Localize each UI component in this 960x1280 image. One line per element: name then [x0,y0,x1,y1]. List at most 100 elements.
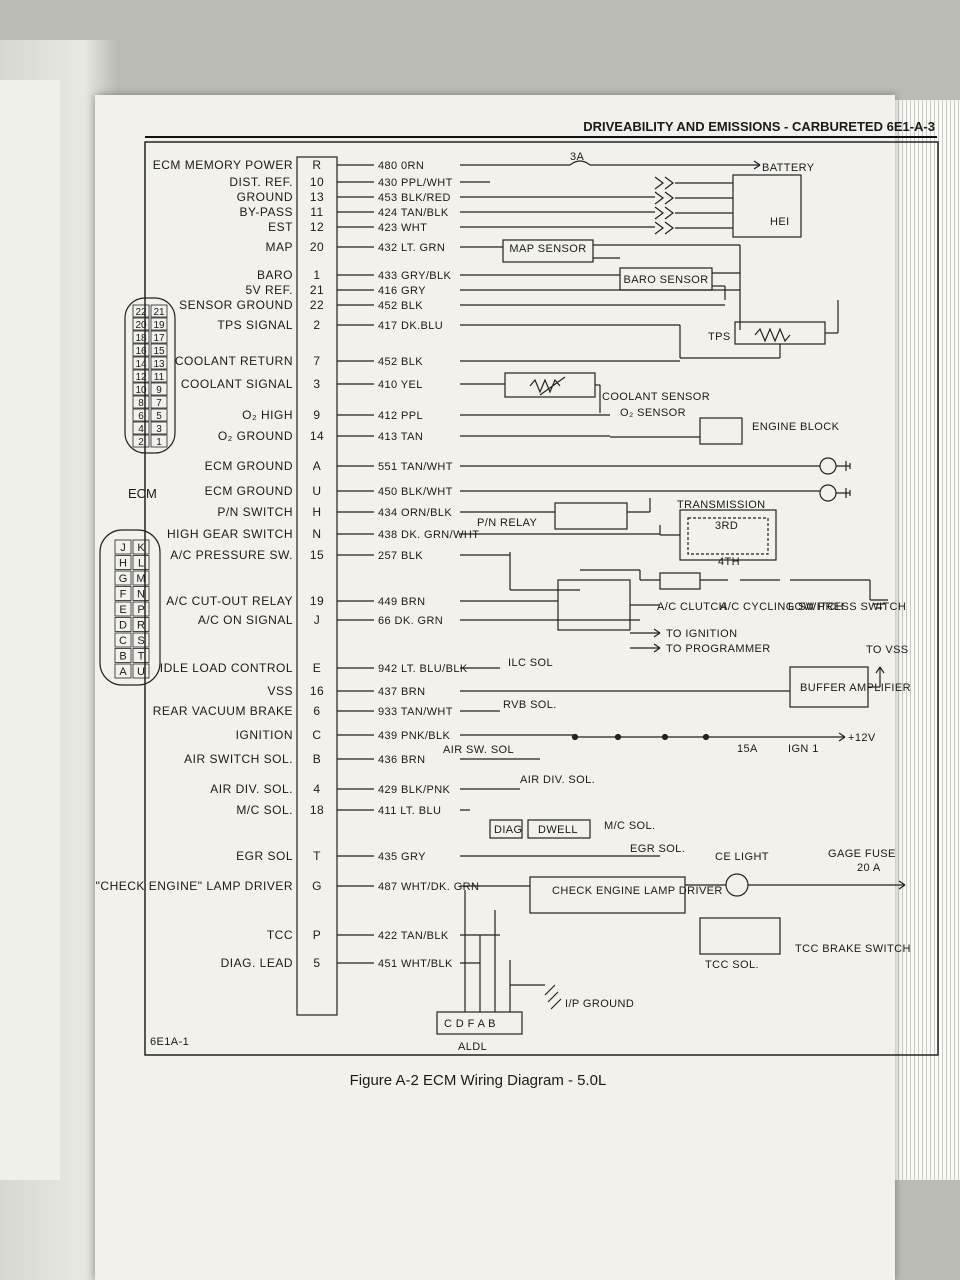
pin-function-label: "CHECK ENGINE" LAMP DRIVER [96,879,293,893]
wire-code: 933 TAN/WHT [378,706,453,718]
wire-code: 451 WHT/BLK [378,958,453,970]
ac-cycling-label: A/C CYCLING SWITCH [720,601,844,613]
aldl-label: ALDL [458,1041,487,1053]
pin-id: 3 [313,377,320,391]
connector-cell [132,343,150,357]
pin-function-label: COOLANT SIGNAL [181,377,293,391]
connector-pin-label: C [119,635,127,647]
pin-id: 2 [313,318,320,332]
pin-id: N [312,527,321,541]
wire-label-bg [374,703,460,717]
pin-id: 5 [313,956,320,970]
pin-function-label: SENSOR GROUND [179,298,293,312]
pin-function-label: DIST. REF. [229,175,293,189]
pin-function-label: IDLE LOAD CONTROL [160,661,293,675]
pin-id: 13 [310,190,324,204]
wire-code: 410 YEL [378,379,423,391]
pin-id: 6 [313,704,320,718]
wire-label-bg [374,660,460,674]
connector-pin-label: G [119,573,128,585]
connector-pin-label: 8 [138,398,144,409]
connector-cell [114,663,132,679]
to-ignition-label: TO IGNITION [666,628,737,640]
connector-cell [150,317,168,331]
connector-cell [132,555,150,570]
connector-cell [114,586,132,601]
wire-code: 449 BRN [378,596,425,608]
battery-label: BATTERY [762,162,815,174]
wire-code: 439 PNK/BLK [378,730,451,742]
pin-id: 4 [313,782,320,796]
pin-function-label: EST [268,220,293,234]
wire-label-bg [374,848,460,862]
engine-block-label: ENGINE BLOCK [752,421,840,433]
air-div-sol-label: AIR DIV. SOL. [520,774,595,786]
connector-pin-label: A [119,666,127,678]
wire-code: 257 BLK [378,550,423,562]
wire-code: 942 LT. BLU/BLK [378,663,468,675]
pin-id: H [312,505,321,519]
connector-cell [132,421,150,435]
connector-shell [124,297,176,454]
connector-cell [150,395,168,409]
pin-id: G [312,879,322,893]
wire-label-bg [374,526,460,540]
wire-label-bg [374,267,460,281]
tcc-brake-switch-label: TCC BRAKE SWITCH [795,943,911,955]
wire-label-bg [374,504,460,518]
pin-function-label: IGNITION [236,728,293,742]
connector-cell [150,304,168,318]
pin-function-label: M/C SOL. [236,803,293,817]
pin-id: 12 [310,220,324,234]
third-gear-label: 3RD [715,520,738,532]
connector-pin-label: T [138,651,145,663]
wire-code: 453 BLK/RED [378,192,451,204]
connector-pin-label: 14 [135,359,147,370]
pin-function-label: A/C CUT-OUT RELAY [166,594,293,608]
wire-label-bg [374,483,460,497]
connector-pin-label: 15 [153,346,165,357]
wire-label-bg [374,353,460,367]
fuse-3a: 3A [570,151,585,163]
pin-function-label: ECM GROUND [205,484,293,498]
pin-function-label: ECM GROUND [205,459,293,473]
egr-sol-label: EGR SOL. [630,843,685,855]
wire-code: 424 TAN/BLK [378,207,449,219]
connector-pin-label: 3 [156,424,162,435]
connector-pin-label: 11 [154,372,165,383]
pin-function-label: COOLANT RETURN [175,354,293,368]
pin-function-label: 5V REF. [245,283,293,297]
left-page [0,80,60,1180]
connector-pin-label: 17 [153,333,165,344]
gage-20a-label: 20 A [857,862,881,874]
mc-sol-label: M/C SOL. [604,820,656,832]
connector-pin-label: 2 [138,437,144,448]
wire-label-bg [374,428,460,442]
pin-id: 21 [310,283,324,297]
connector-cell [132,408,150,422]
ign1-label: IGN 1 [788,743,819,755]
pin-id: C [312,728,321,742]
wire-code: 436 BRN [378,754,425,766]
pin-id: 15 [310,548,324,562]
wire-label-bg [374,219,460,233]
pin-id: 20 [310,240,324,254]
map-sensor-label: MAP SENSOR [509,243,586,255]
wire-label-bg [374,927,460,941]
tps-label: TPS [708,331,731,343]
connector-cell [132,434,150,448]
connector-cell [114,617,132,632]
